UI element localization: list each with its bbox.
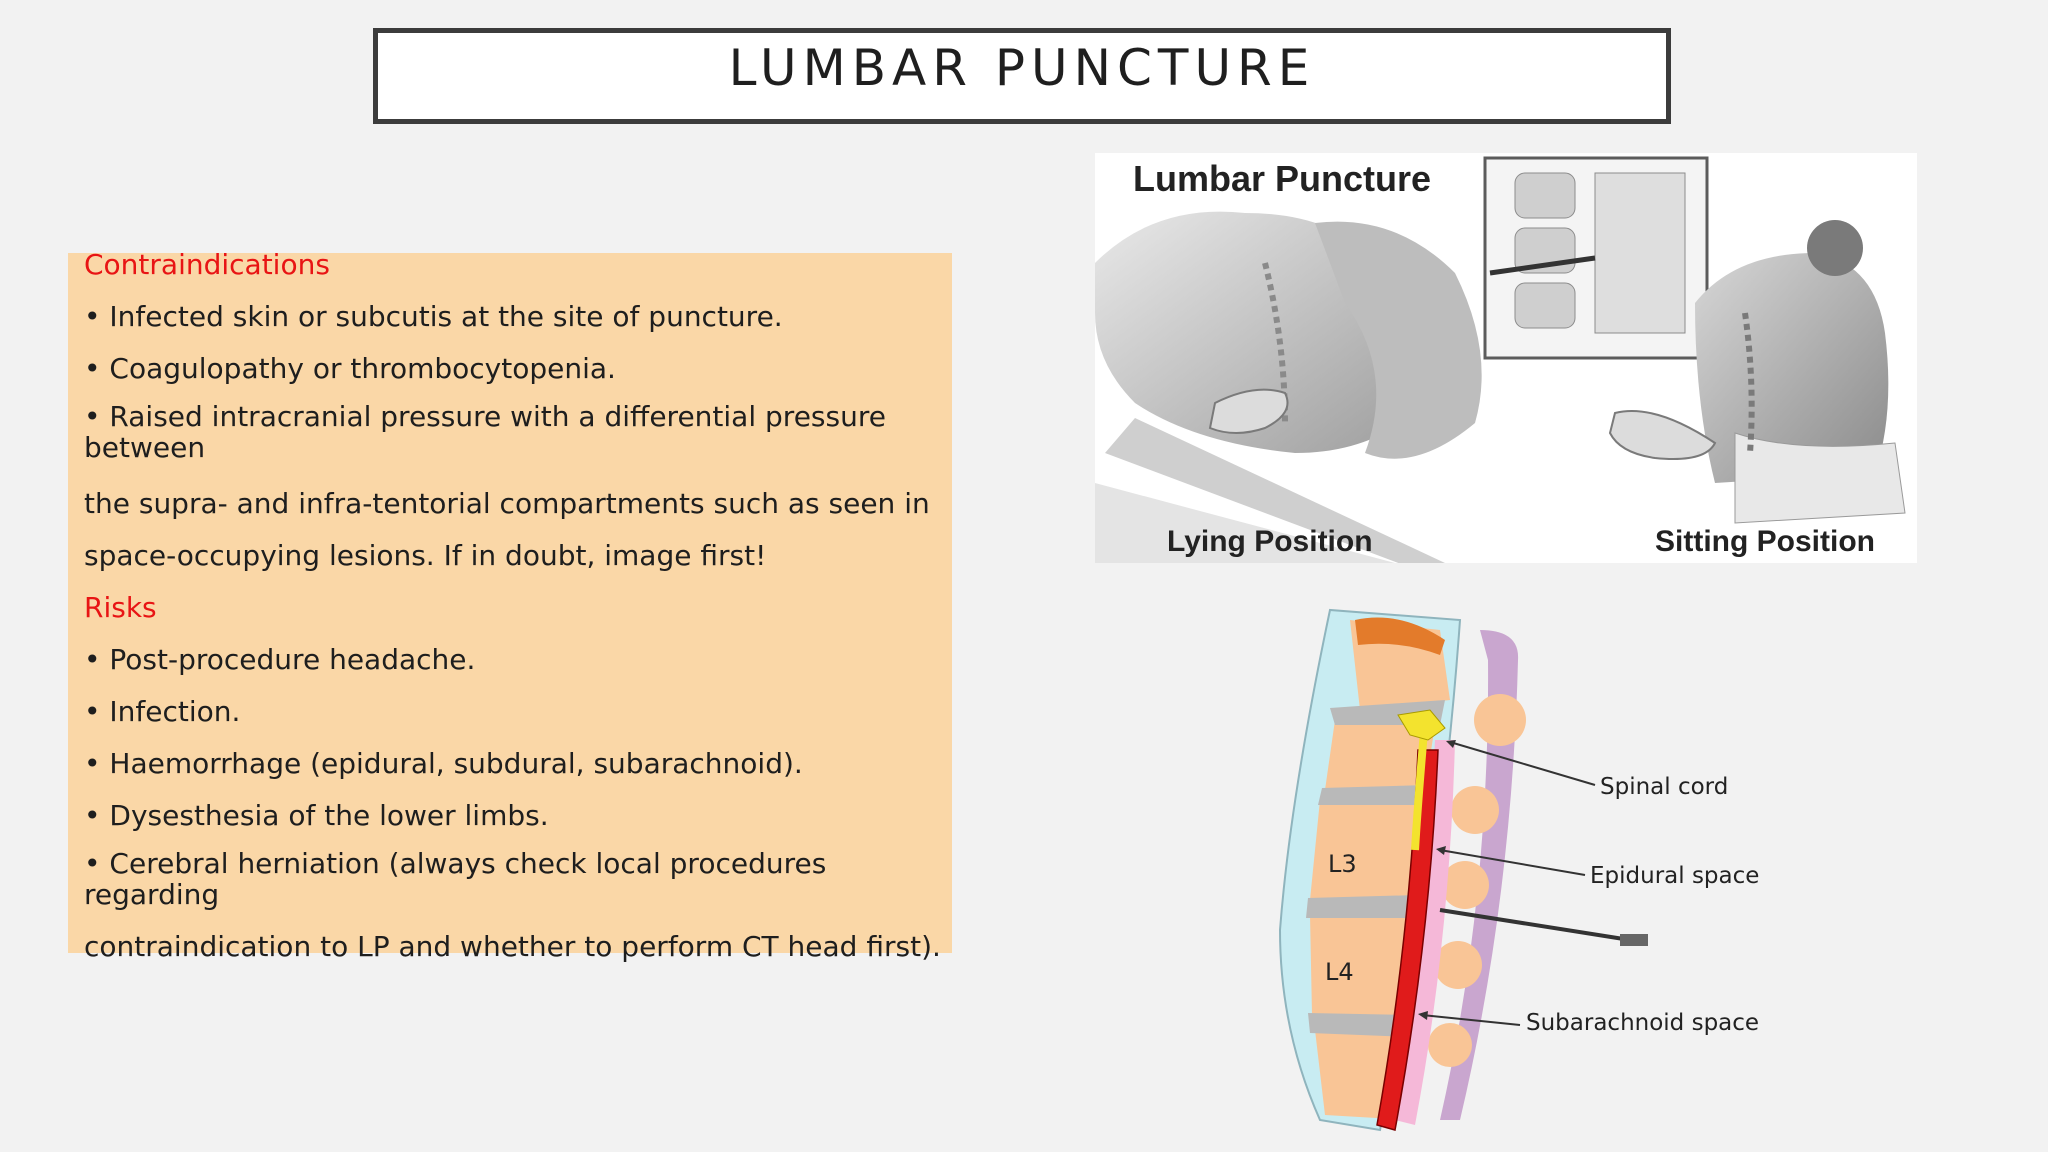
contraindication-item: • Infected skin or subcutis at the site … — [84, 300, 783, 333]
risk-item: • Cerebral herniation (always check loca… — [84, 847, 827, 911]
label-subarachnoid-space: Subarachnoid space — [1526, 1010, 1759, 1036]
title-box: LUMBAR PUNCTURE — [373, 28, 1671, 124]
lying-position-label: Lying Position — [1167, 525, 1373, 558]
vertebra-body-l3 — [1310, 800, 1425, 900]
lp-needle — [1439, 908, 1631, 942]
risk-continuation: contraindication to LP and whether to pe… — [84, 930, 941, 963]
intervertebral-disc — [1308, 1013, 1412, 1037]
sitting-patient-head — [1807, 220, 1863, 276]
inset-spinal-canal — [1594, 172, 1686, 334]
lying-hand — [1208, 388, 1289, 434]
risk-item: • Infection. — [84, 695, 241, 728]
pointer-spinal-cord — [1449, 741, 1596, 786]
inset-needle — [1489, 255, 1596, 276]
label-epidural-space: Epidural space — [1590, 863, 1759, 889]
spinous-process — [1441, 861, 1489, 909]
pointer-epidural — [1439, 849, 1586, 876]
label-l4: L4 — [1325, 958, 1354, 986]
vertebra-body — [1325, 720, 1435, 790]
risks-heading: Risks — [84, 591, 157, 624]
spine-diagram: L3 L4 Spinal cord Epidural space Subarac… — [1250, 600, 1810, 1140]
arrowhead — [1418, 1011, 1428, 1020]
spinous-process — [1428, 1023, 1472, 1067]
sitting-hand — [1608, 410, 1717, 460]
arrowhead — [1446, 740, 1456, 748]
sitting-position-label: Sitting Position — [1655, 525, 1875, 558]
inset-vertebra — [1514, 172, 1576, 219]
photo-title: Lumbar Puncture — [1133, 158, 1431, 199]
inset-vertebra — [1514, 282, 1576, 329]
arrowhead — [1436, 846, 1446, 855]
sitting-patient-back — [1695, 253, 1889, 483]
label-l3: L3 — [1328, 850, 1357, 878]
intervertebral-disc — [1318, 785, 1428, 805]
spine-diagram-svg: L3 L4 Spinal cord Epidural space Subarac… — [1278, 608, 1759, 1132]
spinous-process — [1434, 941, 1482, 989]
text-content: Contraindications • Infected skin or sub… — [84, 245, 964, 1001]
needle-hub — [1620, 934, 1648, 946]
vertebra-body-l4 — [1310, 915, 1415, 1020]
text-panel-background — [68, 253, 952, 953]
intervertebral-disc — [1306, 895, 1418, 918]
conus-medullaris — [1397, 709, 1446, 741]
positions-illustration: Lumbar Puncture Lying Position Sitting P… — [1095, 153, 1917, 573]
slide-title: LUMBAR PUNCTURE — [728, 39, 1316, 97]
pointer-subarachnoid — [1421, 1014, 1521, 1026]
spinous-process — [1474, 694, 1526, 746]
contraindications-heading: Contraindications — [84, 248, 330, 281]
contraindication-continuation: the supra- and infra-tentorial compartme… — [84, 487, 930, 520]
vertebra-top — [1355, 617, 1445, 655]
sitting-patient-drape — [1734, 432, 1906, 524]
risk-item: • Haemorrhage (epidural, subdural, subar… — [84, 747, 803, 780]
lying-patient-drape — [1315, 221, 1482, 459]
bed-shape — [1105, 418, 1445, 573]
risk-item: • Post-procedure headache. — [84, 643, 476, 676]
sitting-spine — [1742, 312, 1755, 454]
label-spinal-cord: Spinal cord — [1600, 774, 1728, 800]
bed-base — [1095, 483, 1395, 563]
contraindication-item: • Raised intracranial pressure with a di… — [84, 400, 886, 464]
contraindication-item: • Coagulopathy or thrombocytopenia. — [84, 352, 616, 385]
positions-illustration-svg: Lumbar Puncture Lying Position Sitting P… — [1095, 156, 1906, 573]
subarachnoid-space — [1376, 749, 1439, 1131]
spinous-process — [1451, 786, 1499, 834]
risk-item: • Dysesthesia of the lower limbs. — [84, 799, 549, 832]
contraindication-continuation: space-occupying lesions. If in doubt, im… — [84, 539, 767, 572]
